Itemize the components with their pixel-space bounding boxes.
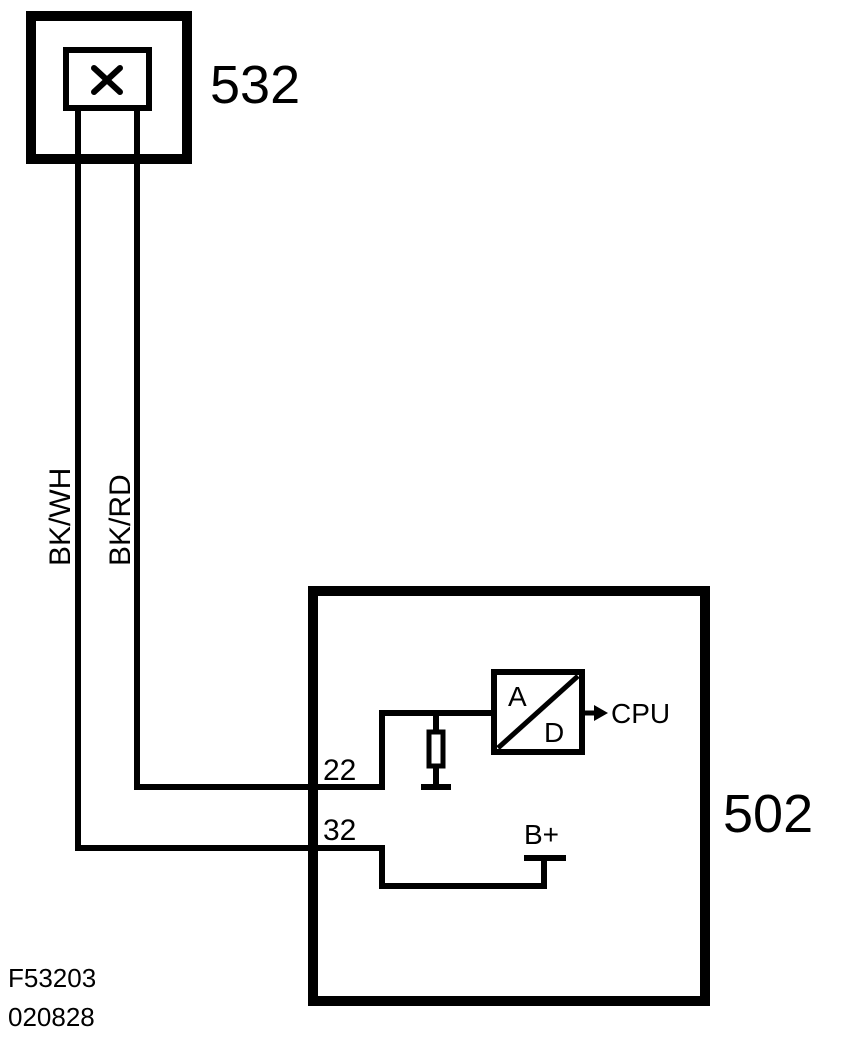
wire-right-label: BK/RD — [104, 474, 137, 566]
wire-harness — [75, 108, 318, 851]
module-housing — [308, 586, 710, 1006]
supply-circuit — [318, 845, 566, 889]
reference-date: 020828 — [8, 1002, 95, 1032]
module-component: 502 22 32 A D CPU B+ — [308, 586, 813, 1006]
signal-circuit — [318, 710, 493, 790]
cross-icon — [91, 65, 123, 95]
sensor-element — [63, 47, 152, 111]
ad-input-label: A — [508, 681, 527, 712]
wire-bk-wh — [75, 108, 318, 851]
ad-output-label: D — [544, 717, 564, 748]
arrow-right-icon — [594, 705, 608, 721]
supply-label: B+ — [524, 819, 559, 850]
resistor-icon — [426, 729, 446, 769]
reference-code: F53203 — [8, 963, 96, 993]
cpu-label: CPU — [611, 698, 670, 729]
sensor-component: 532 — [26, 11, 300, 164]
pin-32-label: 32 — [323, 814, 356, 847]
ad-converter-diagonal — [496, 674, 580, 750]
sensor-housing — [26, 11, 192, 164]
wire-left-label: BK/WH — [44, 468, 77, 566]
supply-trace — [318, 845, 547, 889]
pin-22-label: 22 — [323, 754, 356, 787]
sensor-id-label: 532 — [210, 55, 300, 115]
wire-bk-rd — [134, 108, 318, 790]
ad-converter: A D — [491, 669, 585, 755]
module-id-label: 502 — [723, 784, 813, 844]
